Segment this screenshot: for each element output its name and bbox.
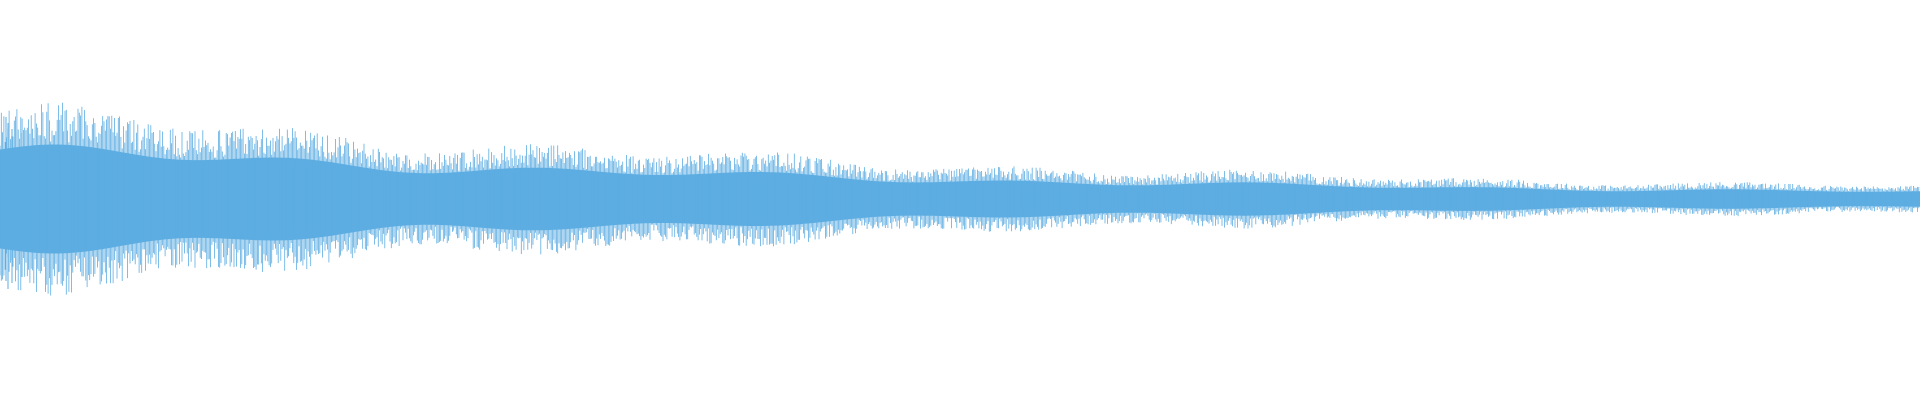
waveform-bars [0, 102, 1920, 296]
waveform-spikes [0, 102, 1920, 296]
